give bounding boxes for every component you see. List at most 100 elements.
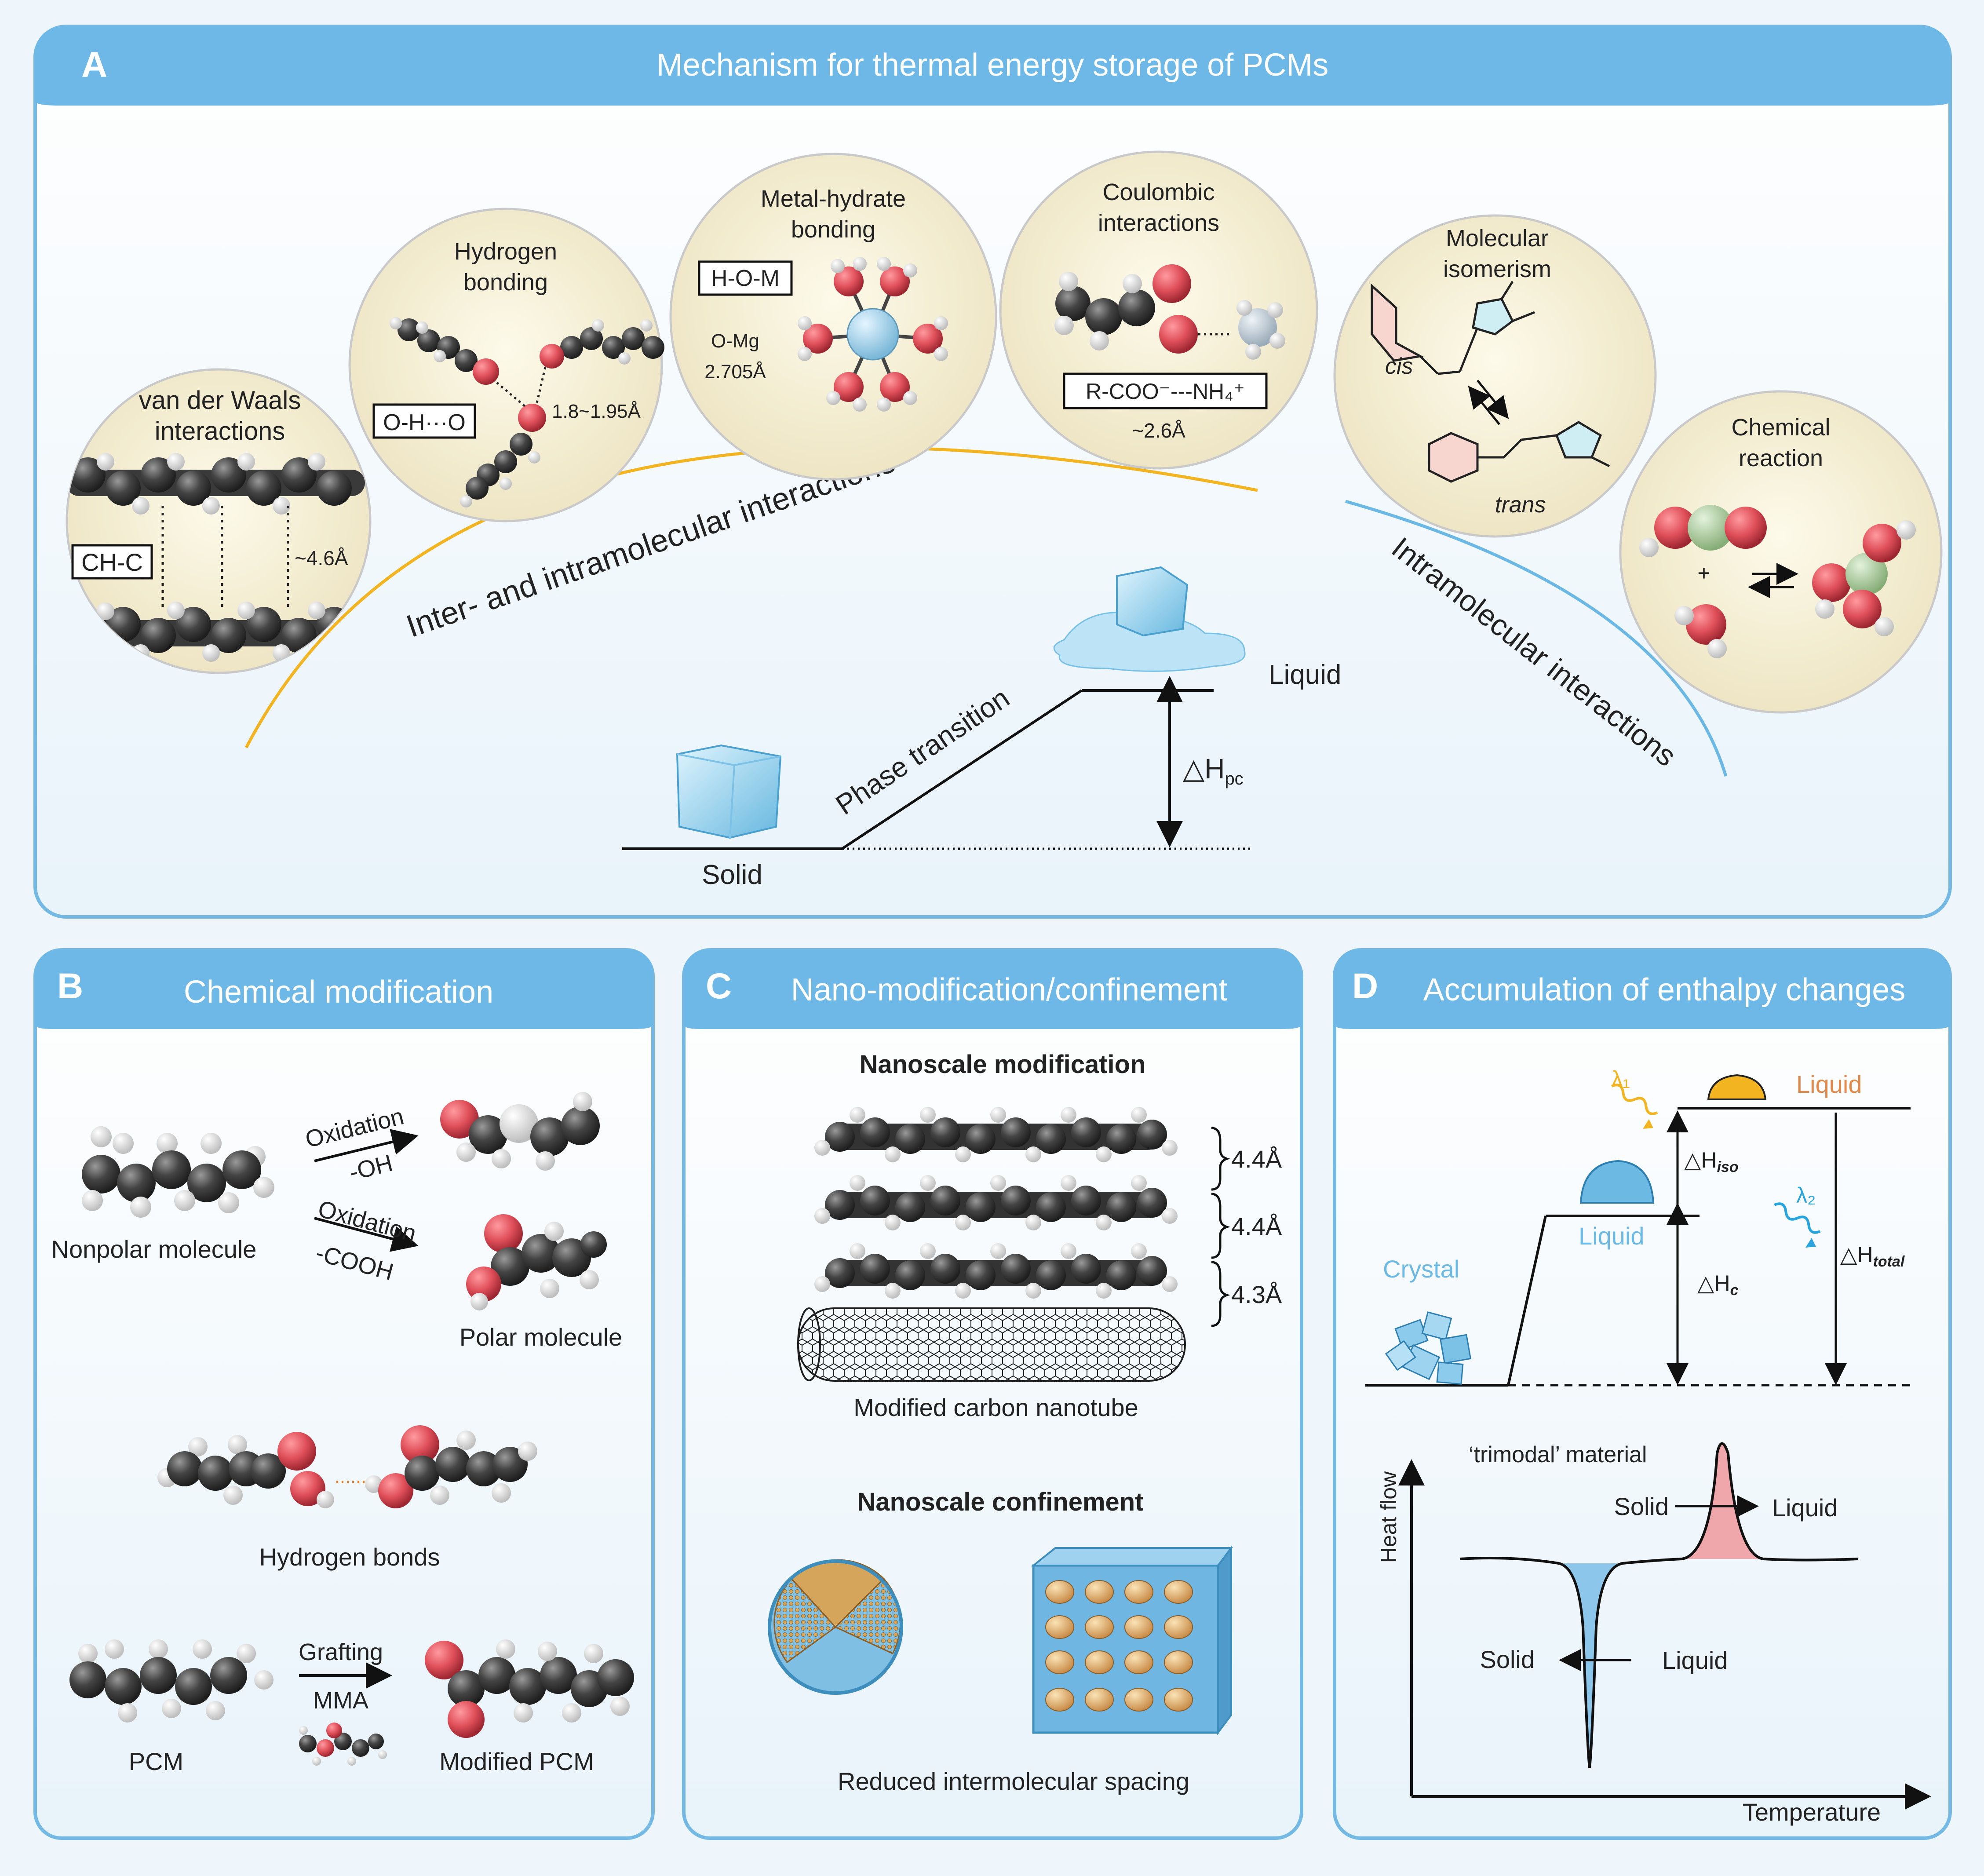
carboxylate-molecule — [1054, 264, 1285, 360]
lambda-1: λ₁ — [1612, 1066, 1630, 1091]
wave-lambda1 — [1611, 1084, 1658, 1129]
oxidation-cooh-arrow — [314, 1217, 419, 1252]
isomer-circle: Molecular isomerism cis trans — [1333, 214, 1657, 538]
spacing-1: 4.4Å — [1231, 1145, 1282, 1173]
metal-circle: Metal-hydrate bonding H-O-M O-Mg 2.705Å — [669, 153, 997, 481]
delta-h-iso: △Hiso — [1684, 1148, 1739, 1175]
solid-to-liquid-liquid: Liquid — [1772, 1494, 1838, 1522]
panel-a-letter: A — [81, 45, 107, 85]
hbonds-label: Hydrogen bonds — [259, 1543, 440, 1571]
grafting-label: Grafting — [299, 1639, 383, 1665]
nanoscale-confinement-label: Nanoscale confinement — [857, 1488, 1143, 1516]
metal-bond: O-Mg — [711, 330, 759, 352]
cnt-label: Modified carbon nanotube — [853, 1394, 1138, 1421]
reaction-plus: + — [1697, 561, 1710, 585]
hbond-circle: Hydrogen bonding O-H···O 1.8~1.95Å — [348, 208, 664, 522]
hbond-dimer — [157, 1425, 537, 1508]
liquid-to-solid-liquid: Liquid — [1662, 1646, 1728, 1674]
lambda-2: λ₂ — [1796, 1183, 1816, 1208]
nonpolar-molecule — [82, 1126, 274, 1218]
temperature-label: Temperature — [1743, 1798, 1881, 1826]
vdw-distance: ~4.6Å — [295, 547, 348, 569]
cis-label: cis — [1385, 354, 1413, 379]
wave-lambda2 — [1774, 1202, 1821, 1248]
delta-h-total: △Htotal — [1840, 1242, 1905, 1270]
nonpolar-label: Nonpolar molecule — [51, 1235, 257, 1263]
panel-d: D Accumulation of enthalpy changes — [1333, 948, 1952, 1840]
exotherm-peak — [1559, 1563, 1623, 1768]
spacing-braces — [1211, 1127, 1230, 1327]
polar-label: Polar molecule — [460, 1323, 622, 1351]
oxidation-oh-arrow — [314, 1129, 419, 1162]
alkane-layer-3 — [814, 1243, 1178, 1299]
vdw-box — [71, 544, 153, 580]
reaction-title-2: reaction — [1739, 445, 1823, 471]
liquid-mid-label: Liquid — [1579, 1222, 1644, 1250]
panel-c-title: Nano-modification/confinement — [791, 972, 1228, 1007]
liquid-to-solid-solid: Solid — [1480, 1646, 1535, 1673]
coulomb-distance: ~2.6Å — [1132, 419, 1185, 442]
metal-title-2: bonding — [791, 216, 875, 243]
modified-pcm-label: Modified PCM — [439, 1748, 594, 1775]
panel-d-title: Accumulation of enthalpy changes — [1423, 972, 1906, 1007]
carbonic-acid — [1812, 520, 1916, 636]
alcohol-molecule — [440, 1092, 600, 1171]
mma-label: MMA — [313, 1687, 368, 1714]
enthalpy-levels — [1365, 1107, 1915, 1387]
liquid-label: Liquid — [1269, 660, 1341, 690]
hbond-box-label: O-H···O — [383, 410, 466, 435]
coulomb-box-label: R-COO⁻---NH₄⁺ — [1086, 379, 1245, 404]
spacing-2: 4.4Å — [1231, 1212, 1282, 1240]
hbond-molecules — [390, 317, 664, 507]
cis-azo — [1371, 281, 1535, 375]
panel-a: A Mechanism for thermal energy storage o… — [33, 25, 1952, 919]
vdw-title-1: van der Waals — [139, 386, 301, 415]
co2-molecule — [1639, 505, 1767, 557]
alkane-layer-2 — [814, 1175, 1178, 1230]
isomer-title-2: isomerism — [1443, 256, 1551, 282]
dsc-plot — [1398, 1442, 1931, 1810]
spacing-3: 4.3Å — [1231, 1281, 1282, 1308]
solid-label: Solid — [702, 860, 762, 890]
hbond-distance: 1.8~1.95Å — [552, 401, 641, 422]
heat-flow-label: Heat flow — [1376, 1471, 1401, 1563]
metal-title-1: Metal-hydrate — [761, 186, 906, 212]
vdw-chain-top — [67, 453, 365, 515]
liquid-top-droplet — [1707, 1074, 1767, 1100]
liquid-top-label: Liquid — [1796, 1070, 1862, 1098]
mma-molecule — [299, 1723, 387, 1766]
trimodal-label: ‘trimodal’ material — [1469, 1442, 1647, 1467]
equilibrium-arrows — [1748, 563, 1798, 598]
vdw-box-label: CH-C — [81, 548, 143, 576]
crystal-cluster — [1385, 1311, 1472, 1385]
crystal-label: Crystal — [1383, 1255, 1459, 1283]
modified-pcm-molecule — [425, 1639, 634, 1738]
core-shell-sphere — [768, 1559, 903, 1695]
hbond-title-2: bonding — [463, 269, 548, 296]
panel-b: B Chemical modification Nonpolar molecul… — [33, 948, 655, 1840]
arc-intra — [1345, 500, 1728, 777]
reaction-title-1: Chemical — [1731, 414, 1830, 441]
trans-label: trans — [1495, 492, 1546, 518]
coulomb-title-1: Coulombic — [1102, 179, 1214, 205]
reaction-circle: Chemical reaction + — [1619, 390, 1943, 714]
delta-h-c: △Hc — [1697, 1271, 1739, 1299]
delta-h-pc: △Hpc — [1183, 753, 1244, 788]
nanoscale-modification-label: Nanoscale modification — [859, 1050, 1145, 1079]
trans-azo — [1428, 421, 1610, 483]
panel-b-title: Chemical modification — [184, 974, 493, 1010]
carbon-nanotube — [797, 1307, 1186, 1382]
vdw-title-2: interactions — [155, 417, 285, 445]
metal-box — [698, 260, 793, 296]
hbond-box — [372, 403, 476, 439]
coulomb-title-2: interactions — [1098, 210, 1219, 236]
panel-a-title: Mechanism for thermal energy storage of … — [656, 47, 1329, 83]
porous-framework — [1031, 1545, 1233, 1735]
pcm-label: PCM — [129, 1748, 183, 1775]
metal-box-label: H-O-M — [711, 266, 780, 291]
coulomb-box — [1063, 372, 1268, 409]
solid-to-liquid-solid: Solid — [1614, 1493, 1669, 1520]
vdw-chain-bottom — [67, 602, 365, 662]
ice-cube-solid — [676, 744, 782, 839]
